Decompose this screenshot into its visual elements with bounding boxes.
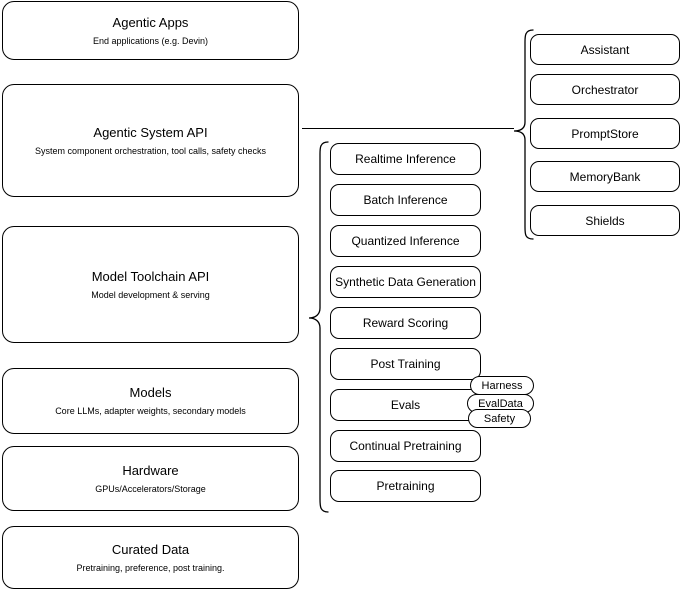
layer-box-model-toolchain-api[interactable]: Model Toolchain API Model development & …: [2, 226, 299, 343]
brace-toolchain-capabilities: [304, 140, 330, 515]
layer-title: Curated Data: [111, 541, 190, 557]
layer-title: Model Toolchain API: [91, 268, 210, 284]
layer-box-models[interactable]: Models Core LLMs, adapter weights, secon…: [2, 368, 299, 434]
capability-box-quantized-inference[interactable]: Quantized Inference: [330, 225, 481, 257]
component-label: Orchestrator: [571, 82, 639, 97]
capability-box-batch-inference[interactable]: Batch Inference: [330, 184, 481, 216]
layer-subtitle: End applications (e.g. Devin): [92, 35, 209, 46]
capability-box-evals[interactable]: Evals: [330, 389, 481, 421]
capability-label: Post Training: [370, 357, 441, 371]
layer-box-agentic-system-api[interactable]: Agentic System API System component orch…: [2, 84, 299, 197]
capability-label: Quantized Inference: [351, 234, 460, 248]
capability-box-synthetic-data-generation[interactable]: Synthetic Data Generation: [330, 266, 481, 298]
layer-box-hardware[interactable]: Hardware GPUs/Accelerators/Storage: [2, 446, 299, 511]
component-label: Shields: [585, 213, 625, 228]
capability-label: Continual Pretraining: [349, 439, 462, 453]
component-box-memorybank[interactable]: MemoryBank: [530, 161, 680, 192]
layer-subtitle: System component orchestration, tool cal…: [34, 145, 267, 156]
component-label: PromptStore: [571, 126, 639, 141]
capability-label: Reward Scoring: [362, 316, 449, 330]
capability-label: Synthetic Data Generation: [335, 275, 476, 289]
capability-label: Realtime Inference: [355, 152, 456, 166]
capability-label: Pretraining: [376, 479, 435, 493]
layer-subtitle: Model development & serving: [91, 289, 210, 300]
layer-subtitle: Core LLMs, adapter weights, secondary mo…: [55, 406, 246, 416]
capability-box-continual-pretraining[interactable]: Continual Pretraining: [330, 430, 481, 462]
component-box-promptstore[interactable]: PromptStore: [530, 118, 680, 149]
evals-subitem-evaldata[interactable]: EvalData: [467, 394, 534, 413]
component-label: MemoryBank: [569, 169, 641, 184]
layer-title: Hardware: [122, 462, 179, 478]
component-box-assistant[interactable]: Assistant: [530, 34, 680, 65]
component-box-shields[interactable]: Shields: [530, 205, 680, 236]
connector-line-system-api-to-components: [302, 128, 514, 129]
capability-box-pretraining[interactable]: Pretraining: [330, 470, 481, 502]
layer-subtitle: Pretraining, preference, post training.: [76, 562, 225, 573]
layer-title: Models: [129, 385, 172, 400]
capability-label: Evals: [390, 398, 421, 412]
layer-box-agentic-apps[interactable]: Agentic Apps End applications (e.g. Devi…: [2, 1, 299, 60]
layer-title: Agentic System API: [93, 124, 208, 140]
capability-box-realtime-inference[interactable]: Realtime Inference: [330, 143, 481, 175]
component-box-orchestrator[interactable]: Orchestrator: [530, 74, 680, 105]
component-label: Assistant: [580, 42, 630, 57]
evals-subitem-harness[interactable]: Harness: [470, 376, 534, 395]
capability-box-reward-scoring[interactable]: Reward Scoring: [330, 307, 481, 339]
evals-subitem-safety[interactable]: Safety: [468, 409, 531, 428]
capability-label: Batch Inference: [363, 193, 448, 207]
layer-title: Agentic Apps: [112, 14, 189, 30]
layer-subtitle: GPUs/Accelerators/Storage: [95, 483, 206, 494]
capability-box-post-training[interactable]: Post Training: [330, 348, 481, 380]
layer-box-curated-data[interactable]: Curated Data Pretraining, preference, po…: [2, 526, 299, 589]
